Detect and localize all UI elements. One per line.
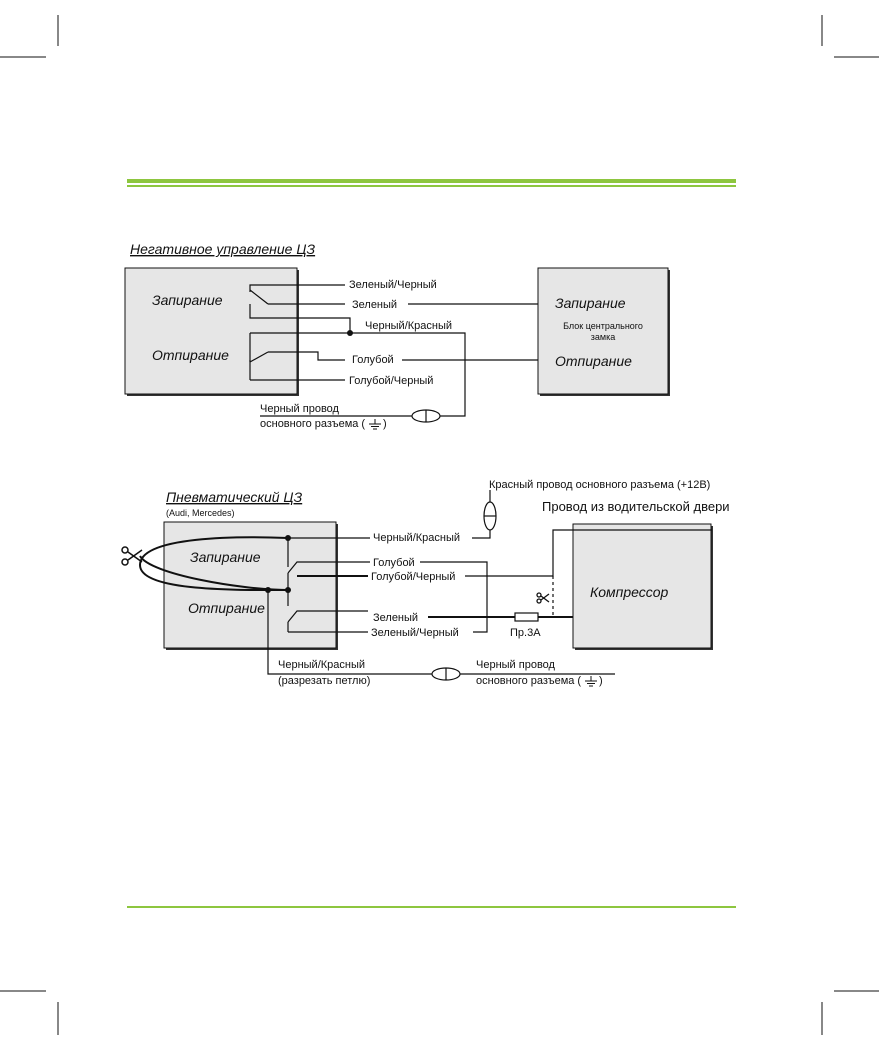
section1-connector: [411, 409, 441, 423]
section1-ground-label-3: ): [383, 418, 387, 430]
section2-fuse: [514, 612, 539, 622]
section2-wire-blue: Голубой: [373, 557, 415, 569]
section1-wire-green-black: Зеленый/Черный: [349, 279, 437, 291]
section2-ground-icon: [585, 676, 597, 687]
section2-wire-green: Зеленый: [373, 612, 418, 624]
section1-title: Негативное управление ЦЗ: [130, 241, 315, 257]
section2-compressor-label: Компрессор: [590, 584, 669, 600]
section1-right-box: [537, 267, 669, 395]
section1-ground-label-1: Черный провод: [260, 403, 340, 415]
section1-wire-blue-black: Голубой/Черный: [349, 375, 433, 387]
section1-left-box: [124, 267, 298, 395]
section1-right-caption-1: Блок центрального: [563, 321, 643, 331]
section2-relay-box: [163, 521, 337, 649]
section2-loop-label-1: Черный/Красный: [278, 659, 365, 671]
section2-compressor-box: [572, 523, 712, 649]
section1-wire-green: Зеленый: [352, 299, 397, 311]
section1-junction: [347, 330, 353, 336]
section2-door-label: Провод из водительской двери: [542, 499, 730, 514]
section2-title: Пневматический ЦЗ: [166, 489, 303, 505]
section2-junction-top: [285, 535, 291, 541]
section2-wire-green-black: Зеленый/Черный: [371, 627, 459, 639]
section2-ground-connector: [431, 667, 461, 681]
section1-right-unlock-label: Отпирание: [555, 353, 632, 369]
section1-wire-black-red: Черный/Красный: [365, 320, 452, 332]
section1-ground-label-2: основного разъема (: [260, 418, 365, 430]
crop-marks: [0, 15, 879, 1035]
section2-loop-label-2: (разрезать петлю): [278, 675, 370, 687]
section1-left-unlock-label: Отпирание: [152, 347, 229, 363]
section2-power-label: Красный провод основного разъема (+12В): [489, 479, 710, 491]
section2-ground-label-1: Черный провод: [476, 659, 556, 671]
section1-wires: [249, 284, 538, 417]
section2-junction-bot: [285, 587, 291, 593]
section2-ground-label-3: ): [599, 675, 603, 687]
section1-ground-icon: [369, 419, 381, 430]
section1-right-caption-2: замка: [591, 332, 615, 342]
section2-ground-label-2: основного разъема (: [476, 675, 581, 687]
section1-right-lock-label: Запирание: [555, 295, 626, 311]
scissors-icon: [121, 546, 143, 566]
section1-wire-blue: Голубой: [352, 354, 394, 366]
section2-junction-mid: [265, 587, 271, 593]
scissors-icon: [536, 592, 550, 604]
section2-fuse-label: Пр.3А: [510, 627, 541, 639]
section2-power-connector: [483, 501, 497, 531]
footer-bar: [127, 906, 736, 908]
section1-left-lock-label: Запирание: [152, 292, 223, 308]
section2-wire-blue-black: Голубой/Черный: [371, 571, 455, 583]
section2-unlock-label: Отпирание: [188, 600, 265, 616]
section2-lock-label: Запирание: [190, 549, 261, 565]
header-bar: [127, 179, 736, 187]
section2-subtitle: (Audi, Mercedes): [166, 508, 235, 518]
section2-wires: [138, 490, 712, 675]
section2-wire-black-red: Черный/Красный: [373, 532, 460, 544]
